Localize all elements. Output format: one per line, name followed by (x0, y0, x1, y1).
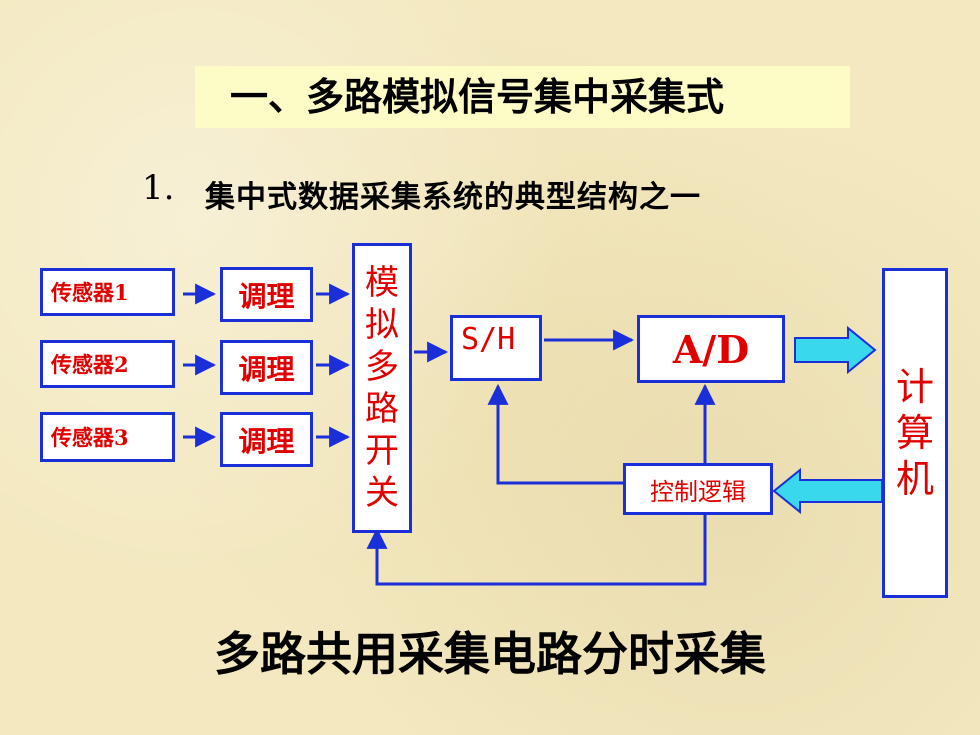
conditioner-2-box: 调理 (220, 340, 313, 395)
page-title: 一、多路模拟信号集中采集式 (230, 75, 725, 119)
mux-char: 关 (365, 473, 399, 513)
computer-box: 计 算 机 (882, 268, 948, 598)
sensor-3-box: 传感器3 (40, 412, 175, 462)
mux-char: 开 (365, 431, 399, 471)
computer-char: 计 (895, 365, 934, 409)
subtitle: 集中式数据采集系统的典型结构之一 (205, 180, 701, 215)
wire-ctrl-sh (487, 383, 623, 485)
sample-hold-box: S/H (450, 315, 542, 381)
control-arrow-from-computer (772, 467, 883, 515)
data-arrow-to-computer (794, 325, 877, 375)
computer-char: 机 (895, 457, 934, 501)
analog-multiplexer-box: 模 拟 多 路 开 关 (352, 243, 412, 533)
adc-box: A/D (637, 315, 785, 383)
mux-char: 拟 (365, 305, 399, 345)
title-bar (195, 66, 850, 128)
control-logic-box: 控制逻辑 (623, 463, 773, 515)
subtitle-number: 1. (142, 168, 175, 208)
mux-char: 模 (365, 263, 399, 303)
mux-char: 多 (365, 347, 399, 387)
conditioner-1-box: 调理 (220, 267, 313, 322)
mux-char: 路 (365, 389, 399, 429)
sensor-2-box: 传感器2 (40, 340, 175, 388)
wire-ctrl-mux (366, 513, 707, 586)
computer-char: 算 (895, 411, 934, 455)
bottom-caption: 多路共用采集电路分时采集 (214, 627, 766, 681)
sensor-1-box: 传感器1 (40, 268, 175, 316)
conditioner-3-box: 调理 (220, 412, 313, 467)
